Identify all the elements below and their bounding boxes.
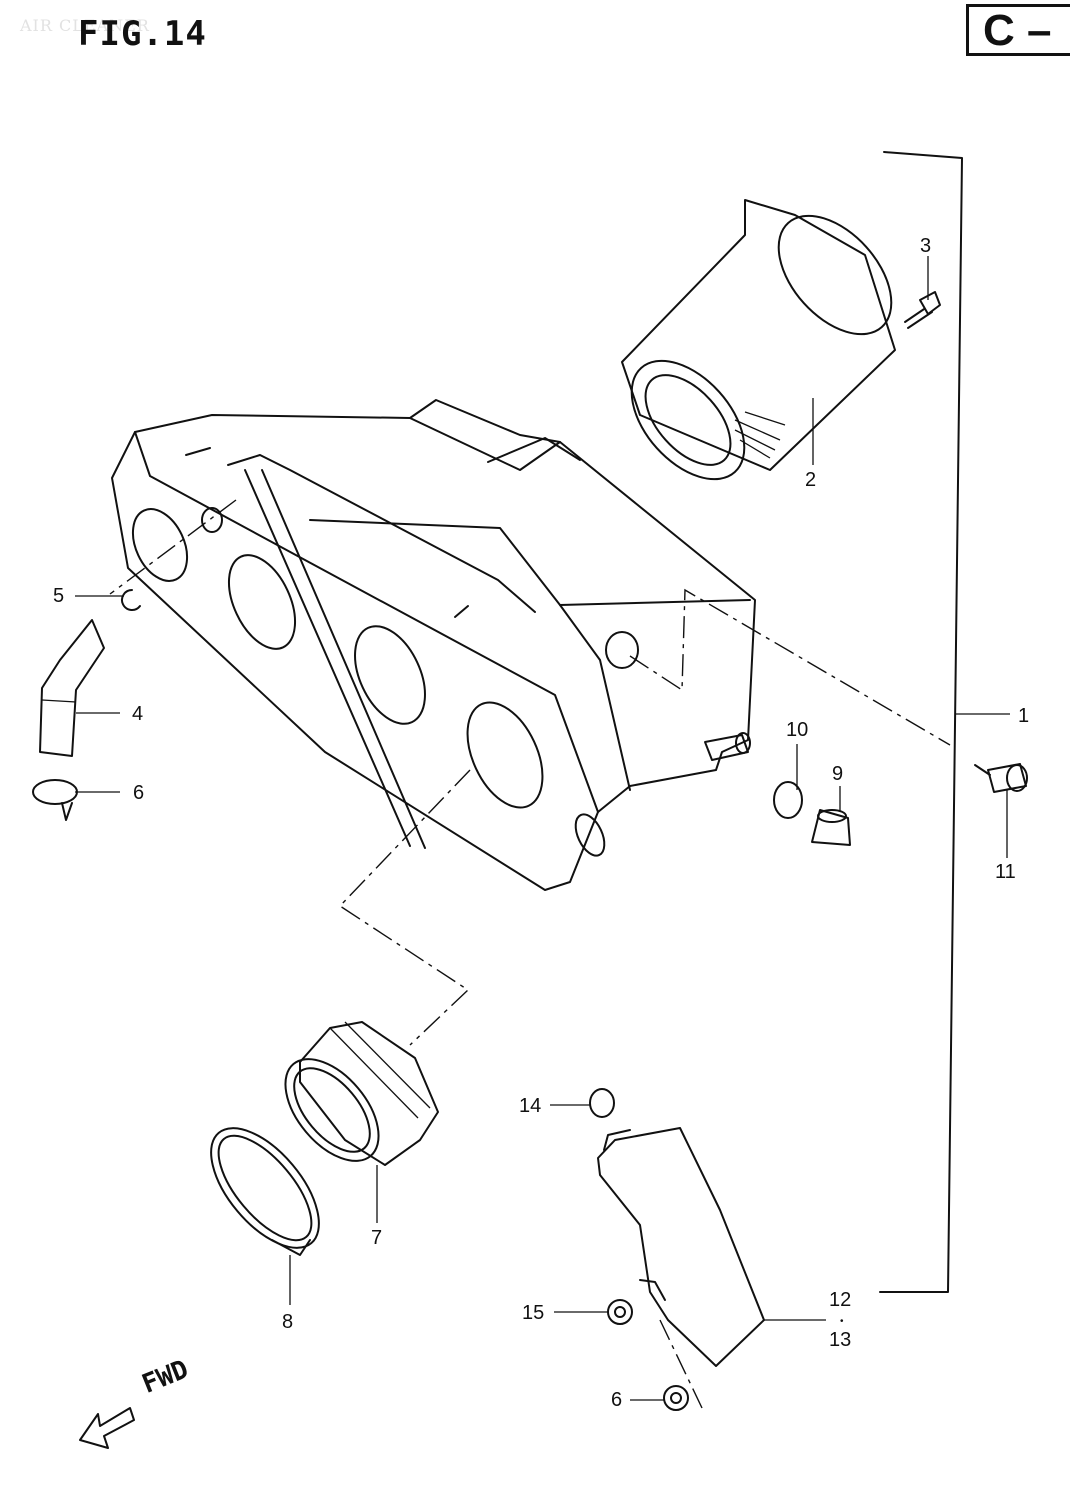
callout-6-nut: 6 xyxy=(611,1389,623,1411)
nut-icon xyxy=(607,1299,633,1325)
leader-lines xyxy=(75,256,1008,1401)
callout-15: 15 xyxy=(522,1302,545,1324)
hose-clamp-icon xyxy=(32,779,78,821)
callout-5: 5 xyxy=(53,585,65,607)
screw-icon xyxy=(904,291,941,329)
callout-13: 13 xyxy=(829,1329,852,1351)
section-label: C – xyxy=(983,6,1052,55)
nut-clamp-icon xyxy=(663,1385,689,1411)
filter-element-icon xyxy=(621,199,896,481)
grommet-icon xyxy=(589,1088,615,1118)
inlet-joint-icon xyxy=(284,1021,439,1166)
air-cleaner-case-icon xyxy=(111,399,756,891)
callout-1: 1 xyxy=(1018,705,1030,727)
drain-cap-icon xyxy=(811,809,851,846)
breather-hose-icon xyxy=(39,619,105,757)
callout-8: 8 xyxy=(282,1311,294,1333)
intake-duct-icon xyxy=(597,1127,765,1367)
callout-4: 4 xyxy=(132,703,144,725)
callout-9: 9 xyxy=(832,763,844,785)
alignment-lines xyxy=(109,499,951,1409)
figure-title: FIG.14 xyxy=(78,14,207,54)
assembly-bracket xyxy=(879,151,1010,1293)
callout-2: 2 xyxy=(805,469,817,491)
joint-clamp-icon xyxy=(210,1127,320,1256)
callout-14: 14 xyxy=(519,1095,542,1117)
watermark-text: AIR CLEANER xyxy=(20,16,150,35)
drain-clip-icon xyxy=(773,781,803,819)
callout-6-clamp: 6 xyxy=(133,782,145,804)
callout-3: 3 xyxy=(920,235,932,257)
callout-7: 7 xyxy=(371,1227,383,1249)
callout-10: 10 xyxy=(786,719,809,741)
callout-separator: • xyxy=(840,1316,844,1327)
section-box: C – xyxy=(966,4,1070,56)
clip-icon xyxy=(121,589,141,611)
callout-12: 12 xyxy=(829,1289,852,1311)
fwd-arrow-icon xyxy=(79,1407,135,1449)
drain-plug-icon xyxy=(974,763,1028,793)
callout-11: 11 xyxy=(995,861,1016,883)
